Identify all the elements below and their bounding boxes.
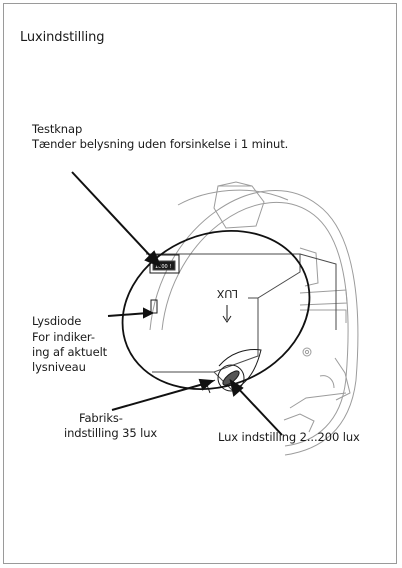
lux-engraving: LUX [216, 287, 238, 300]
lysdiode-leader [107, 312, 149, 317]
fabriks-title: Fabriks- [79, 411, 123, 425]
testknap-leader [71, 171, 157, 263]
highlight-ellipse [121, 229, 311, 391]
control-module [146, 253, 337, 394]
sensor-housing [149, 181, 359, 456]
testknap-description: Tænder belysning uden forsinkelse i 1 mi… [32, 137, 289, 151]
lux-range-leader [234, 384, 283, 436]
fabriks-leader [111, 382, 208, 411]
lysdiode-line-2: For indiker- [32, 330, 95, 344]
diagram-frame: Luxindstilling [3, 3, 397, 564]
leader-lines [71, 171, 283, 436]
lysdiode-line-3: ing af aktuelt [32, 345, 108, 359]
lysdiode-line-4: lysniveau [32, 360, 86, 374]
lysdiode-title: Lysdiode [32, 314, 82, 328]
lux-range-label: Lux indstilling 2...200 lux [218, 430, 360, 444]
page-title: Luxindstilling [20, 30, 105, 45]
fabriks-line-2: indstilling 35 lux [64, 426, 158, 440]
testknap-title: Testknap [32, 122, 83, 136]
test-button-marking: 1000 ! [155, 264, 171, 270]
